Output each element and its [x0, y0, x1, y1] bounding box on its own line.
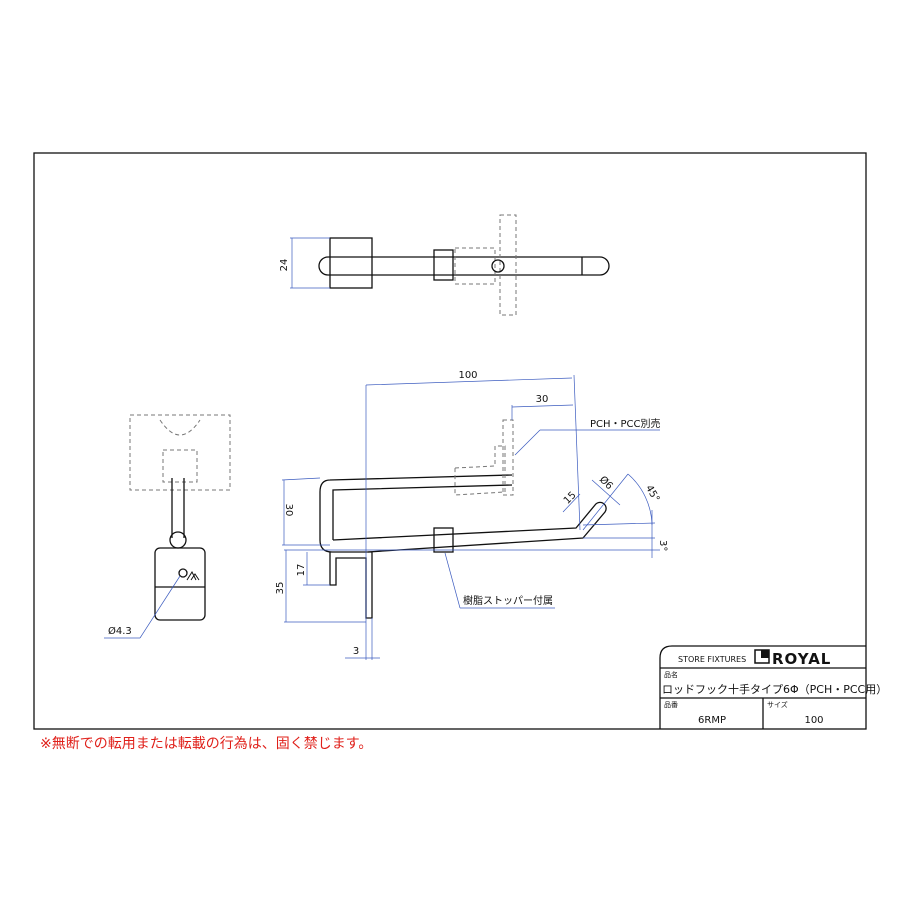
- company-tagline: STORE FIXTURES: [678, 655, 746, 664]
- brand-mark-icon: [186, 570, 200, 581]
- dim-rod-diameter: Ø6: [597, 474, 616, 493]
- dim-top-width: 24: [279, 259, 290, 272]
- top-view: 24: [279, 214, 610, 316]
- dim-offset: 30: [536, 394, 549, 405]
- front-view: Ø4.3: [104, 414, 231, 639]
- size-value: 100: [804, 715, 823, 726]
- side-view: 100 30 30 35 17 3 15 Ø6 45° 3° PCH・PCC別売: [275, 370, 668, 660]
- callout-stopper: 樹脂ストッパー付属: [463, 594, 553, 607]
- dim-slope-angle: 3°: [657, 540, 668, 551]
- dim-length: 100: [458, 370, 477, 381]
- copyright-notice: ※無断での転用または転載の行為は、固く禁じます。: [40, 736, 373, 752]
- size-label: サイズ: [767, 700, 788, 709]
- dim-tip-angle: 45°: [643, 483, 661, 504]
- dim-thickness: 3: [353, 646, 359, 657]
- name-label: 品名: [664, 670, 678, 679]
- dim-leg-height: 17: [296, 564, 307, 577]
- dim-rise: 30: [283, 504, 294, 517]
- dim-hook-height: 35: [275, 582, 286, 595]
- dim-hole-diameter: Ø4.3: [108, 625, 132, 637]
- part-label: 品番: [664, 701, 678, 709]
- drawing-frame: [33, 152, 867, 730]
- product-name: ロッドフック十手タイプ6Φ（PCH・PCC用）: [662, 682, 887, 696]
- dim-tip-length: 15: [562, 490, 579, 507]
- part-number: 6RMP: [698, 715, 726, 726]
- logo-text: ROYAL: [772, 650, 831, 668]
- title-block: STORE FIXTURES ROYAL 品名 ロッドフック十手タイプ6Φ（PC…: [659, 645, 887, 729]
- callout-separately-sold: PCH・PCC別売: [590, 417, 661, 430]
